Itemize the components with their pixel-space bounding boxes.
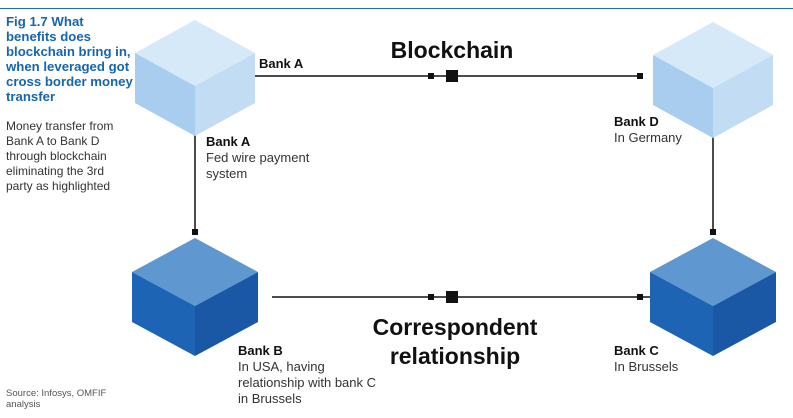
node-marker: [637, 73, 643, 79]
bank-b-name: Bank B: [238, 343, 283, 358]
bank-c-desc: In Brussels: [614, 359, 679, 374]
correspondent-heading: Correspondent relationship: [372, 314, 538, 369]
bank-a-cube: [135, 20, 255, 136]
bank-d-label: Bank D In Germany: [614, 114, 714, 146]
node-marker: [446, 70, 458, 82]
blockchain-heading: Blockchain: [390, 37, 514, 63]
connector-lines: [194, 75, 714, 298]
figure-title: Fig 1.7 What benefits does blockchain br…: [6, 14, 133, 104]
node-marker: [446, 291, 458, 303]
bank-a-name: Bank A: [206, 134, 251, 149]
figure-description: Money transfer from Bank A to Bank D thr…: [6, 119, 114, 193]
node-marker: [192, 229, 198, 235]
node-marker: [637, 294, 643, 300]
bank-a-label: Bank A Fed wire payment system: [206, 134, 336, 182]
bank-c-cube: [650, 238, 776, 356]
bank-d-desc: In Germany: [614, 130, 682, 145]
bank-b-cube: [132, 238, 258, 356]
bank-b-label: Bank B In USA, having relationship with …: [238, 343, 388, 407]
node-marker: [710, 229, 716, 235]
bank-c-name: Bank C: [614, 343, 659, 358]
node-marker: [428, 294, 434, 300]
bank-b-desc: In USA, having relationship with bank C …: [238, 359, 377, 406]
bank-a-desc: Fed wire payment system: [206, 150, 310, 181]
connector-nodes: [192, 70, 716, 303]
bank-c-label: Bank C In Brussels: [614, 343, 714, 375]
bank-a-top-label: Bank A: [259, 56, 304, 71]
bank-d-name: Bank D: [614, 114, 659, 129]
top-rule: [0, 8, 793, 9]
node-marker: [428, 73, 434, 79]
source-note: Source: Infosys, OMFIF analysis: [6, 388, 107, 410]
bank-d-cube: [653, 22, 773, 138]
